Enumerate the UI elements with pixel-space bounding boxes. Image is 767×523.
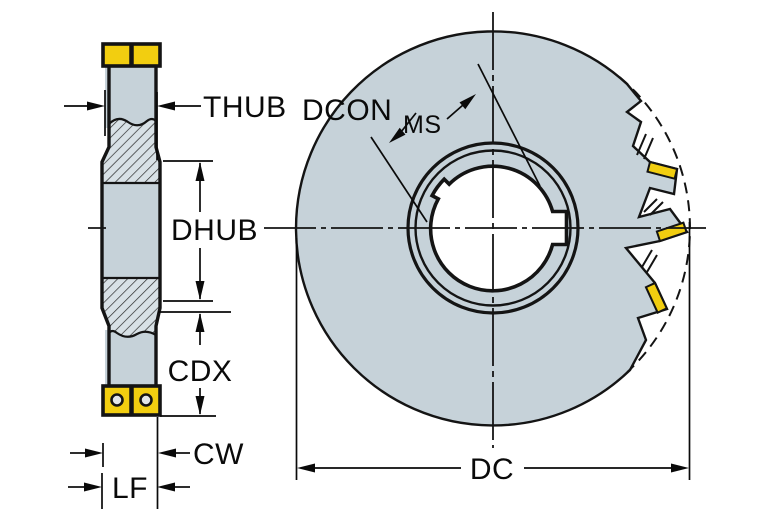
lf-dimension: LF — [68, 472, 190, 509]
hub-neck-top — [105, 62, 157, 128]
plate-mid-section — [102, 181, 160, 280]
section-outline-right — [154, 64, 162, 387]
dcon-dimension: DCON MS — [302, 63, 541, 223]
screw-hole — [110, 393, 124, 407]
cw-arrow-left — [85, 448, 103, 458]
dcon-arrow-upper — [459, 94, 476, 110]
top-insert-block — [101, 42, 162, 68]
cdx-arrow-up — [195, 313, 205, 332]
insert-bottom — [644, 281, 669, 314]
section-outline-left — [100, 64, 111, 387]
side-view — [88, 42, 162, 417]
pocket-lines-b — [643, 198, 664, 216]
insert-top — [646, 160, 679, 180]
cw-label: CW — [193, 438, 244, 471]
cdx-label: CDX — [168, 355, 233, 388]
cdx-dimension: CDX — [158, 311, 233, 417]
insert-pockets — [636, 133, 664, 273]
thub-label: THUB — [203, 91, 287, 124]
screw-hole — [139, 393, 153, 407]
dcon-arrow-lower — [389, 127, 406, 143]
cw-arrow-right — [158, 448, 176, 458]
lf-arrow-right — [157, 482, 175, 492]
dcon-ext-line-upper — [477, 63, 541, 187]
dcon-ext-line-lower — [370, 136, 428, 223]
section-hatch-upper — [102, 118, 160, 183]
bottom-insert-block — [101, 384, 162, 417]
cw-dimension: CW — [70, 417, 244, 509]
dcon-label: DCON — [302, 94, 392, 127]
dc-dimension: DC — [295, 222, 691, 486]
dc-arrow-right — [671, 463, 689, 473]
section-hatch-lower — [102, 278, 160, 337]
front-view — [264, 12, 706, 448]
lf-arrow-left — [84, 482, 102, 492]
dc-arrow-left — [297, 463, 315, 473]
pocket-lines-c — [641, 249, 658, 273]
dc-label: DC — [470, 453, 514, 486]
thub-dimension: THUB — [64, 90, 287, 160]
dhub-arrow-down — [195, 281, 205, 300]
dhub-label: DHUB — [171, 214, 258, 247]
thub-arrow-left — [87, 101, 105, 111]
lf-label: LF — [112, 472, 148, 505]
pocket-lines-a — [636, 133, 654, 160]
hub-neck-bottom — [105, 330, 157, 388]
break-line-lower — [108, 329, 157, 338]
thub-arrow-right — [157, 101, 175, 111]
break-line-upper — [108, 117, 157, 127]
dcon-subscript-label: MS — [403, 111, 442, 139]
cdx-arrow-down — [195, 396, 205, 415]
dhub-dimension: DHUB — [163, 160, 258, 302]
dhub-arrow-up — [195, 162, 205, 181]
